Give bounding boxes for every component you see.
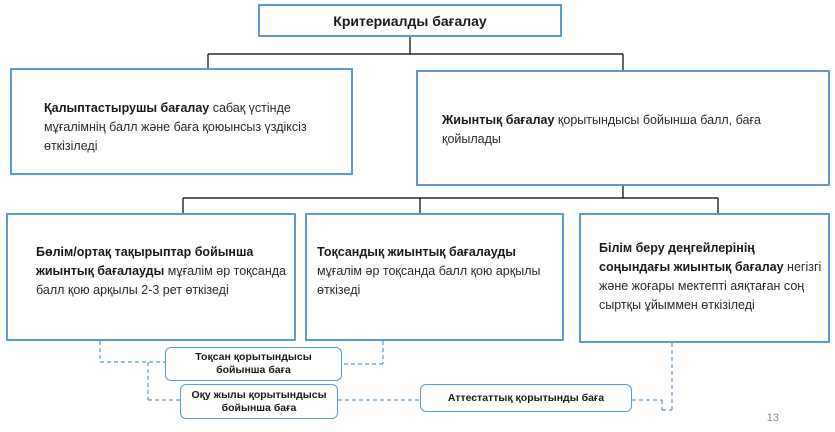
summative-assessment-text: Жиынтық бағалау қорытындысы бойынша балл… — [442, 111, 802, 149]
section-summative-desc: мұғалім әр тоқсанда балл қою арқылы 2-3 … — [36, 264, 286, 297]
section-summative-text: Бөлім/ортақ тақырыптар бойынша жиынтық б… — [36, 243, 286, 300]
formative-assessment-title: Қалыптастырушы бағалау — [44, 101, 210, 115]
section-summative-box: Бөлім/ортақ тақырыптар бойынша жиынтық б… — [6, 213, 296, 341]
section-summative-title: Бөлім/ортақ тақырыптар бойынша жиынтық б… — [36, 245, 254, 278]
certificate-grade-label: Аттестаттық қорытынды баға — [447, 391, 605, 404]
diagram-title: Критериалды бағалау — [333, 12, 487, 29]
summative-assessment-title: Жиынтық бағалау — [442, 113, 555, 127]
quarter-summative-title: Тоқсандық жиынтық бағалауды — [317, 245, 516, 259]
year-grade-box: Оқу жылы қорытындысы бойынша баға — [180, 384, 338, 419]
quarter-summative-box: Тоқсандық жиынтық бағалауды мұғалім әр т… — [305, 213, 564, 341]
formative-assessment-box: Қалыптастырушы бағалау сабақ үстінде мұғ… — [10, 68, 353, 175]
quarter-grade-label: Тоқсан қорытындысы бойынша баға — [195, 351, 312, 376]
certificate-grade-box: Аттестаттық қорытынды баға — [420, 384, 632, 412]
level-end-summative-text: Білім беру деңгейлерінің соңындағы жиынт… — [599, 239, 824, 315]
level-end-summative-desc: негізгі және жоғары мектепті аяқтаған со… — [599, 260, 822, 312]
page-number: 13 — [766, 412, 779, 424]
quarter-grade-box: Тоқсан қорытындысы бойынша баға — [165, 347, 342, 381]
year-grade-label: Оқу жылы қорытындысы бойынша баға — [191, 388, 327, 414]
summative-assessment-desc: қорытындысы бойынша балл, баға қойылады — [442, 113, 761, 146]
level-end-summative-title: Білім беру деңгейлерінің соңындағы жиынт… — [599, 241, 784, 274]
summative-assessment-box: Жиынтық бағалау қорытындысы бойынша балл… — [416, 70, 830, 186]
level-end-summative-box: Білім беру деңгейлерінің соңындағы жиынт… — [579, 213, 830, 343]
formative-assessment-text: Қалыптастырушы бағалау сабақ үстінде мұғ… — [44, 99, 344, 156]
formative-assessment-desc: сабақ үстінде мұғалімнің балл және баға … — [44, 101, 307, 153]
quarter-summative-text: Тоқсандық жиынтық бағалауды мұғалім әр т… — [317, 243, 549, 300]
quarter-summative-desc: мұғалім әр тоқсанда балл қою арқылы өткі… — [317, 264, 541, 297]
title-box: Критериалды бағалау — [258, 4, 562, 37]
